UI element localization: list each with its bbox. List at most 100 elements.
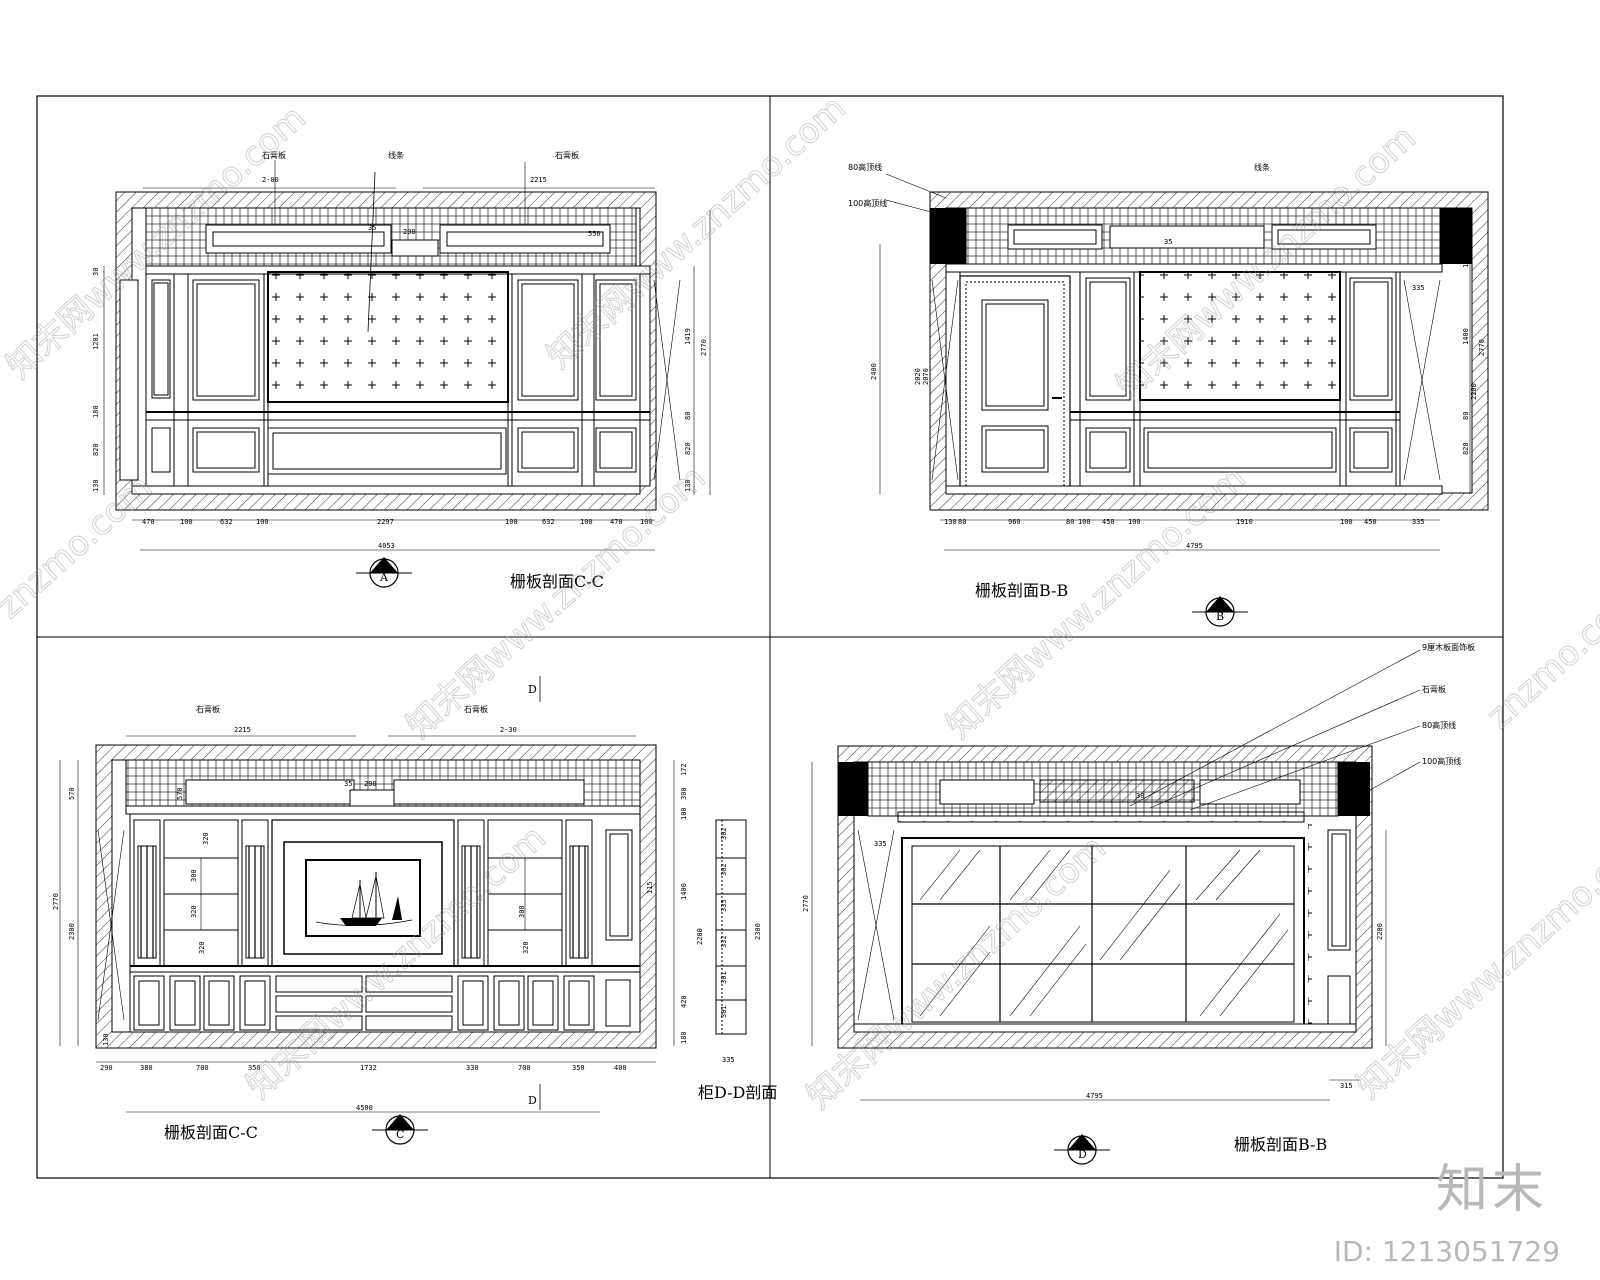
section-marker-d: D [1054, 1134, 1110, 1165]
dim-left-4: 130 [102, 1033, 110, 1046]
dim-right-5: 420 [680, 995, 688, 1008]
dim-overall: 4795 [1086, 1092, 1103, 1100]
dim-left-3: 1201 [92, 333, 100, 350]
dim-right-3: 100 [680, 807, 688, 820]
side-dim-1: 302 [720, 827, 728, 840]
dim-bottom-6: 100 [505, 518, 518, 526]
elevation-top-right [879, 173, 1489, 551]
section-tag-c: C [396, 1128, 404, 1141]
dim-bottom-4: 80 [1066, 518, 1074, 526]
elevation-top-left [103, 160, 711, 551]
dim-bottom-6: 330 [466, 1064, 479, 1072]
dim-bottom-4: 100 [256, 518, 269, 526]
dim-top-2: 2-30 [500, 726, 517, 734]
dim-top-3: 290 [364, 780, 377, 788]
dim-bottom-3: 700 [196, 1064, 209, 1072]
dim-bottom-5: 2297 [377, 518, 394, 526]
brand-id: ID: 1213051729 [1333, 1235, 1560, 1268]
note-crown-80: 80高顶线 [848, 162, 882, 172]
section-marker-a: A [356, 557, 412, 588]
dim-right-3: 100 [1462, 255, 1470, 268]
side-dim-5: 301 [720, 971, 728, 984]
dim-left-2: 2020 [914, 368, 922, 385]
dim-right-1: 172 [680, 763, 688, 776]
dim-left-1: 2400 [870, 363, 878, 380]
dim-right-7: 80 [1462, 412, 1470, 420]
dim-left-6: 820 [92, 443, 100, 456]
dim-right-5: 130 [684, 479, 692, 492]
side-dim-3: 335 [720, 899, 728, 912]
dim-left-5: 180 [92, 405, 100, 418]
dim-bottom-3: 632 [220, 518, 233, 526]
dim-inner-4: 320 [190, 905, 198, 918]
dim-right-2: 2770 [700, 339, 708, 356]
note-gypsum-2: 石膏板 [464, 704, 488, 714]
dim-bottom-11: 335 [1412, 518, 1425, 526]
dim-right-6: 180 [680, 1031, 688, 1044]
dim-inner-8: 115 [646, 881, 654, 894]
dim-bottom-8: 350 [572, 1064, 585, 1072]
dim-left-3: 2070 [922, 368, 930, 385]
brand-logo: 知末 [1435, 1160, 1548, 1220]
sheet-frame [36, 95, 1504, 1179]
side-dim-7: 2300 [754, 923, 762, 940]
notes-top-right: 80高顶线 100高顶线 线条 35 335 2400 2020 2070 20… [848, 162, 1486, 550]
dim-bottom-1: 470 [142, 518, 155, 526]
dim-right-5: 2770 [1478, 339, 1486, 356]
side-dim-2: 302 [720, 863, 728, 876]
note-gypsum-2: 石膏板 [555, 150, 579, 160]
marker-d-bottom: D [528, 1094, 537, 1107]
notes-bottom-right: 9厘木板面饰板 石膏板 80高顶线 100高顶线 30 2770 335 220… [802, 642, 1475, 1100]
title-bottom-right: 栅板剖面B-B [1234, 1135, 1327, 1154]
dim-bottom-10: 450 [1364, 518, 1377, 526]
title-top-left: 栅板剖面C-C [510, 572, 604, 591]
dim-overall: 4500 [356, 1104, 373, 1112]
glass-reflections [919, 849, 1289, 1017]
note-veneer: 9厘木板面饰板 [1422, 642, 1475, 652]
dim-right-4: 1400 [680, 883, 688, 900]
elevation-bottom-left [59, 676, 747, 1113]
section-tag-a: A [379, 571, 389, 584]
note-crown-80: 80高顶线 [1422, 720, 1456, 730]
side-dim-9: 335 [722, 1056, 735, 1064]
ship-painting [315, 872, 413, 926]
dim-right-4: 1400 [1462, 328, 1470, 345]
watermark-8: 知末网www.znzmo.com [1349, 818, 1600, 1107]
dim-left-2: 2770 [52, 893, 60, 910]
side-dim-8: 2200 [696, 928, 704, 945]
dim-top-4: 35 [368, 224, 376, 232]
dim-inner-1: 570 [176, 787, 184, 800]
dim-inner-2: 320 [202, 832, 210, 845]
dim-misc-1: 30 [1136, 792, 1144, 800]
note-gypsum: 石膏板 [1422, 684, 1446, 694]
dim-bottom-3: 960 [1008, 518, 1021, 526]
dim-right-3: 80 [684, 412, 692, 420]
dim-bottom-8: 100 [580, 518, 593, 526]
dim-bottom-4: 350 [248, 1064, 261, 1072]
dim-right-1: 1419 [684, 328, 692, 345]
watermark-9: znzmo.com [0, 467, 160, 627]
section-tag-d: D [1078, 1148, 1087, 1161]
watermark-10: znzmo.com [1479, 577, 1600, 737]
dim-bottom-2: 380 [140, 1064, 153, 1072]
notes-top-left: 石膏板 线条 石膏板 2-00 2215 290 35 550 30 1201 … [92, 150, 708, 550]
dim-right-2: 315 [1340, 1082, 1353, 1090]
dim-top-5: 550 [588, 230, 601, 238]
marker-d-top: D [528, 683, 537, 696]
dim-overall: 4053 [378, 542, 395, 550]
dim-bottom-9: 478 [610, 518, 623, 526]
dim-bottom-7: 700 [518, 1064, 531, 1072]
side-dim-4: 332 [720, 935, 728, 948]
dim-left-1: 30 [92, 268, 100, 276]
dim-right-1: 2200 [1376, 923, 1384, 940]
note-crown-100: 100高顶线 [1422, 756, 1461, 766]
dim-bottom-1: 130 [944, 518, 957, 526]
notes-bottom-left: 石膏板 石膏板 D D 2215 2-30 290 35 570 2770 23… [52, 683, 762, 1112]
note-gypsum-1: 石膏板 [262, 150, 286, 160]
dim-inner-5: 320 [198, 941, 206, 954]
dim-inner-3: 300 [190, 869, 198, 882]
dim-inner-6: 300 [518, 905, 526, 918]
section-marker-c: C [372, 1114, 428, 1145]
dim-bottom-9: 100 [1340, 518, 1353, 526]
